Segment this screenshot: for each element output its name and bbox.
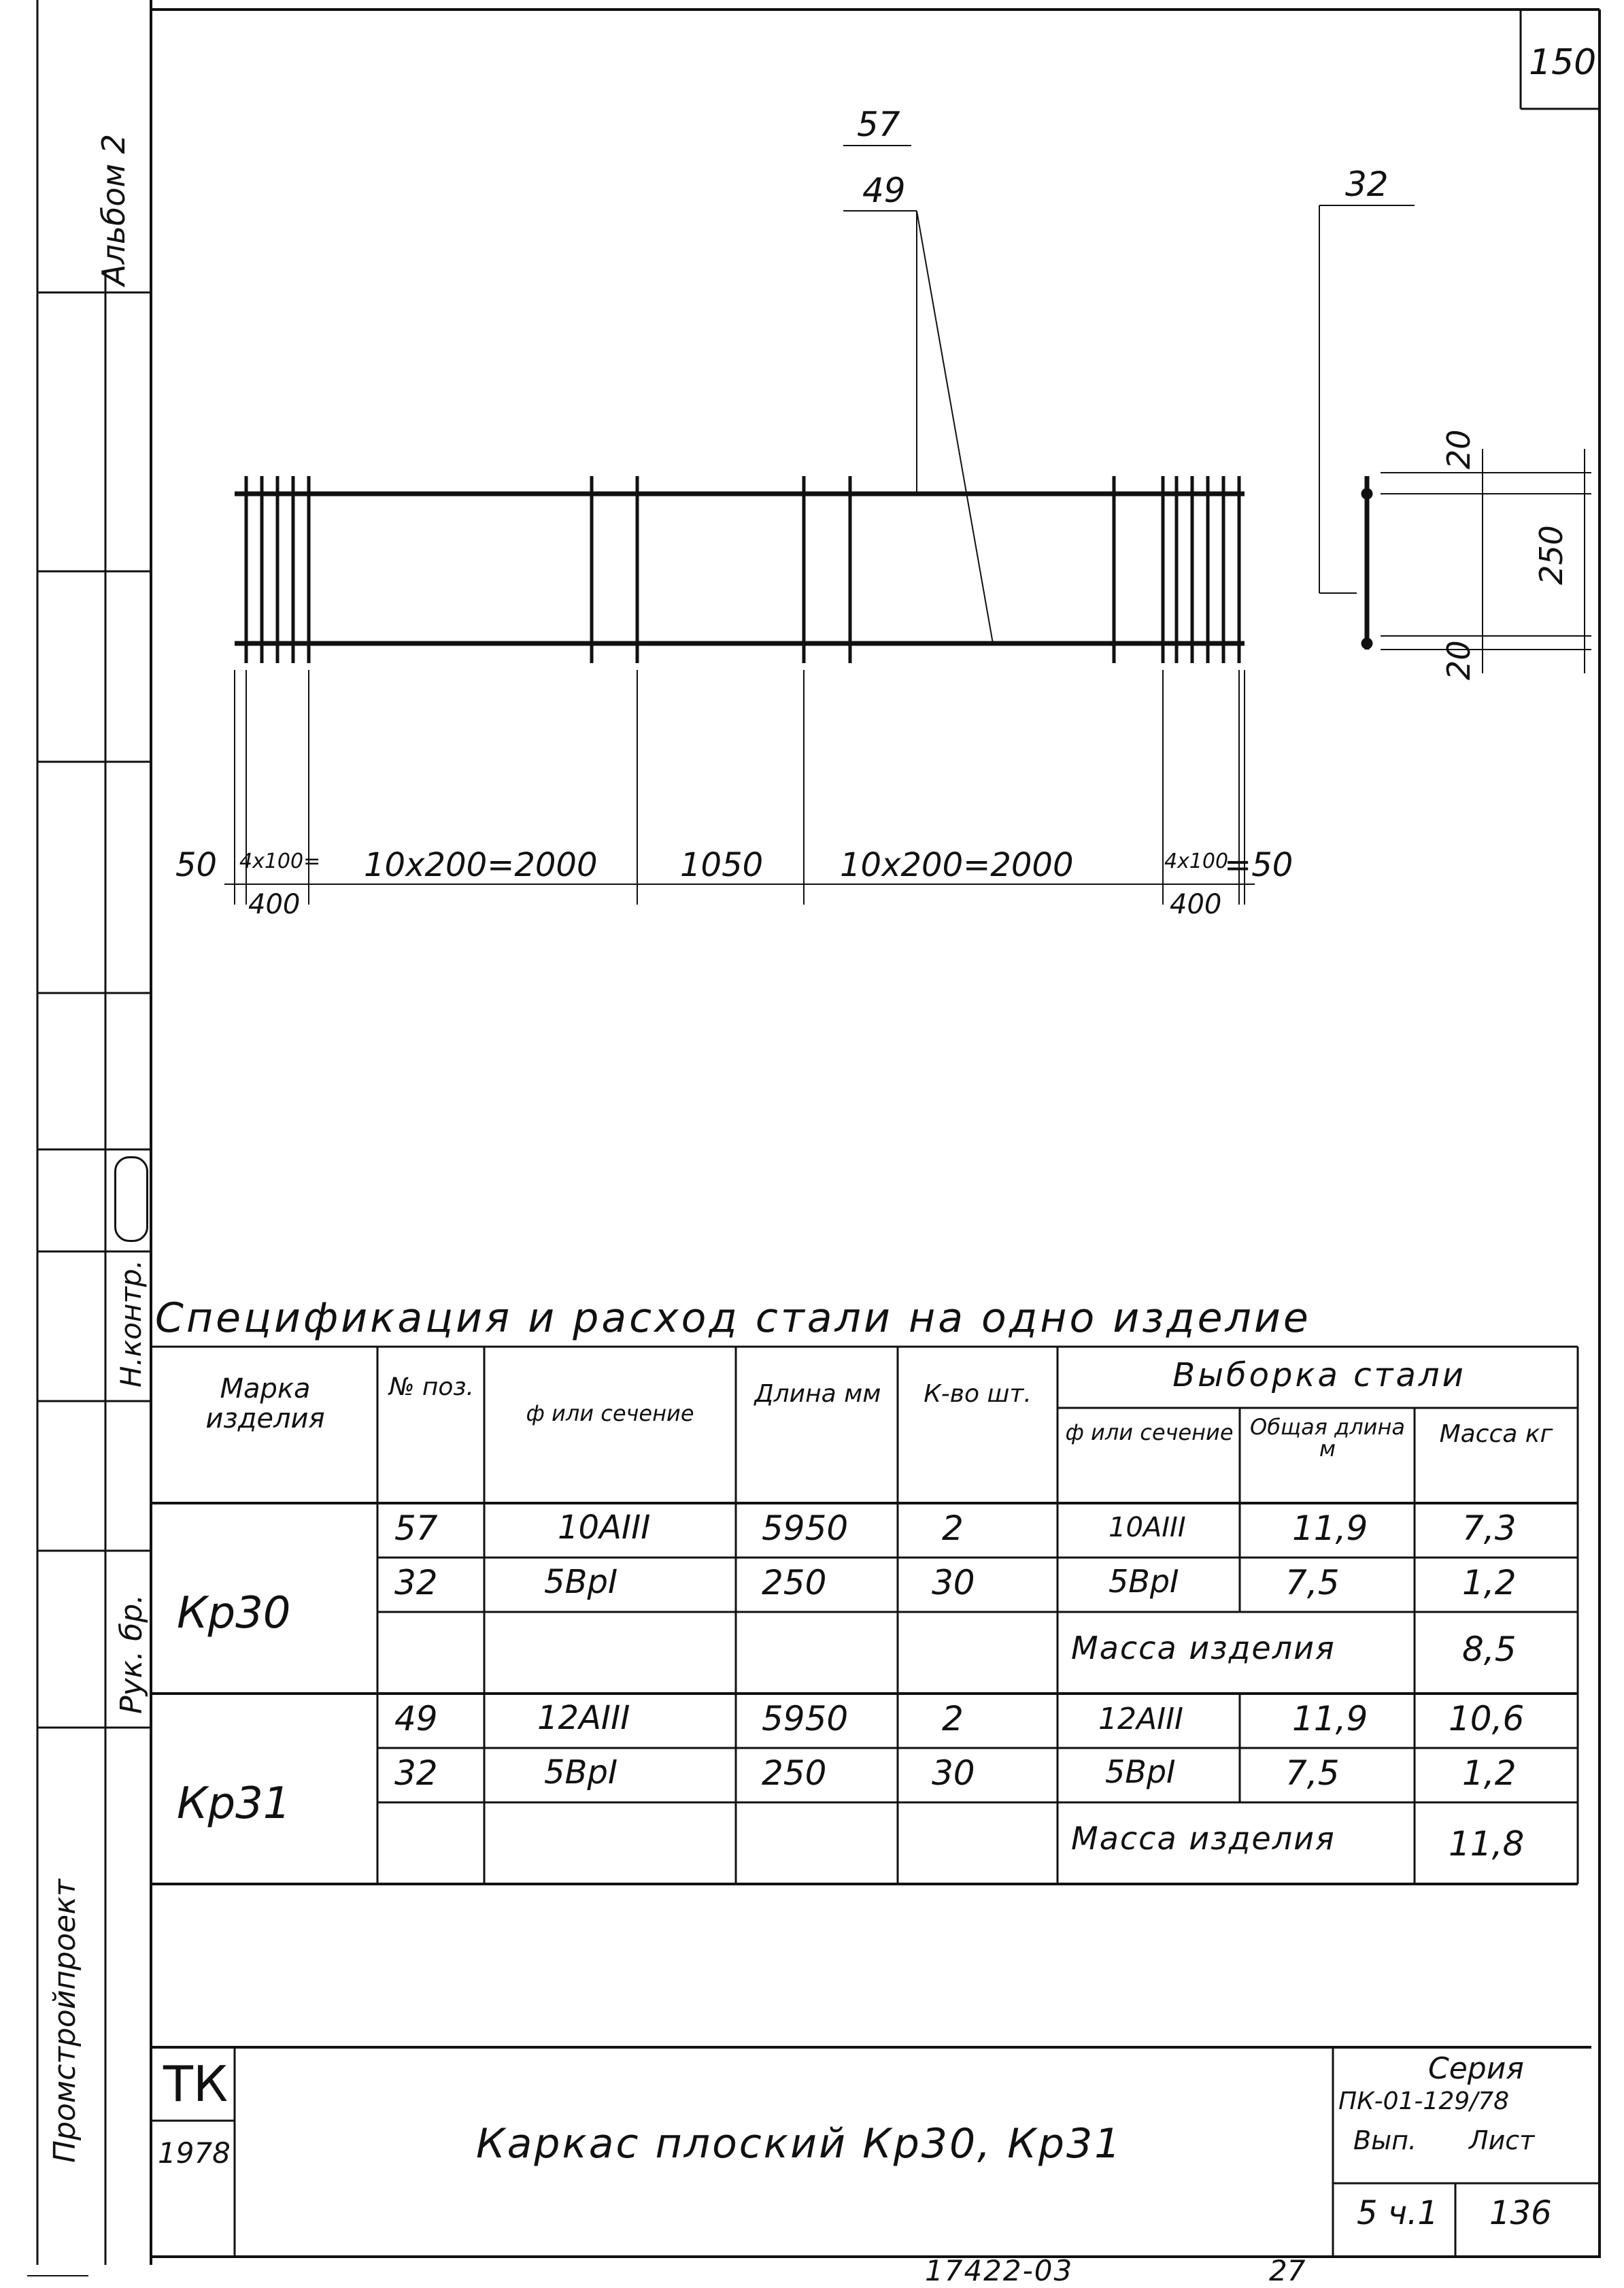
table-cell: 5950 (762, 1509, 849, 1548)
dim-4x100-right: 4x100 (1164, 849, 1229, 873)
issue-label: Вып. (1353, 2125, 1417, 2155)
role-head-label: Рук. бр. (114, 1594, 149, 1714)
sheet-value: 136 (1489, 2194, 1552, 2232)
table-cell: 12AIII (1098, 1702, 1184, 1736)
organization-name: Промстройпроект (48, 1879, 82, 2163)
dim-50-left: 50 (175, 846, 218, 884)
mass-label: Масса изделия (1071, 1820, 1336, 1857)
table-cell: 5BpI (544, 1753, 618, 1791)
table-cell: 5BpI (1109, 1563, 1179, 1600)
header-sel-total-length: Общая длина м (1250, 1414, 1405, 1462)
table-cell: 49 (394, 1699, 438, 1738)
table-cell: 30 (932, 1563, 975, 1602)
table-cell: 2 (942, 1509, 964, 1548)
sheet-label: Лист (1469, 2125, 1535, 2155)
dim-50-right: =50 (1224, 846, 1293, 884)
table-cell: 250 (762, 1753, 827, 1793)
footer-page: 27 (1269, 2254, 1306, 2287)
dim-400-right: 400 (1170, 889, 1222, 920)
dim-20-top: 20 (1440, 429, 1477, 469)
table-cell: 32 (394, 1753, 438, 1793)
callout-position-32: 32 (1345, 165, 1389, 204)
signature-mark (114, 1156, 148, 1242)
header-qty: К-во шт. (924, 1380, 1032, 1408)
spec-title: Спецификация и расход стали на одно изде… (155, 1294, 1311, 1342)
header-section: ф или сечение (526, 1400, 694, 1426)
mass-total: 8,5 (1462, 1630, 1517, 1669)
dim-1050: 1050 (680, 846, 764, 884)
table-cell: 5950 (762, 1699, 849, 1738)
callout-position-49: 49 (862, 171, 906, 210)
mass-total: 11,8 (1449, 1824, 1525, 1864)
table-cell: 11,9 (1292, 1509, 1368, 1548)
table-cell: 57 (394, 1509, 438, 1548)
table-cell: 11,9 (1292, 1699, 1368, 1738)
header-selection: Выборка стали (1172, 1356, 1466, 1394)
table-cell: 10,6 (1449, 1699, 1525, 1738)
dim-4x100-left: 4x100= (239, 849, 321, 873)
header-sel-mass: Масса кг (1439, 1420, 1553, 1448)
table-cell: 5BpI (1105, 1753, 1176, 1790)
dim-250: 250 (1533, 525, 1570, 585)
dim-10x200-right: 10x200=2000 (840, 846, 1074, 884)
table-cell: 32 (394, 1563, 438, 1602)
header-length: Длина мм (754, 1380, 881, 1408)
table-cell: 5BpI (544, 1563, 618, 1601)
album-label: Альбом 2 (95, 133, 132, 286)
table-cell: 7,5 (1285, 1563, 1340, 1602)
title-block-year: 1978 (158, 2136, 231, 2170)
series-label: Серия (1428, 2051, 1524, 2086)
page-number: 150 (1529, 42, 1597, 83)
title-block-code: ТК (163, 2055, 229, 2113)
table-cell: 7,3 (1462, 1509, 1517, 1548)
title-block-title: Каркас плоский Кр30, Кр31 (476, 2120, 1123, 2168)
table-cell: 1,2 (1462, 1563, 1517, 1602)
table-cell: 7,5 (1285, 1753, 1340, 1793)
item-mark-kr31: Кр31 (177, 1779, 291, 1829)
table-cell: 30 (932, 1753, 975, 1793)
table-cell: 10AIII (558, 1509, 651, 1547)
header-mark: Марка изделия (205, 1373, 325, 1434)
table-cell: 250 (762, 1563, 827, 1602)
footer-number: 17422-03 (925, 2254, 1074, 2287)
table-cell: 12AIII (537, 1699, 630, 1737)
item-mark-kr30: Кр30 (177, 1588, 291, 1638)
dim-10x200-left: 10x200=2000 (364, 846, 598, 884)
issue-value: 5 ч.1 (1357, 2194, 1438, 2232)
mass-label: Масса изделия (1071, 1630, 1336, 1666)
table-cell: 2 (942, 1699, 964, 1738)
header-pos: № поз. (388, 1373, 475, 1401)
table-cell: 10AIII (1109, 1512, 1186, 1543)
header-sel-section: ф или сечение (1065, 1419, 1234, 1445)
table-cell: 1,2 (1462, 1753, 1517, 1793)
callout-position-57: 57 (857, 105, 900, 144)
role-check-label: Н.контр. (114, 1260, 148, 1387)
dim-20-bottom: 20 (1440, 640, 1477, 680)
dim-400-left: 400 (248, 889, 301, 920)
series-value: ПК-01-129/78 (1338, 2087, 1510, 2115)
